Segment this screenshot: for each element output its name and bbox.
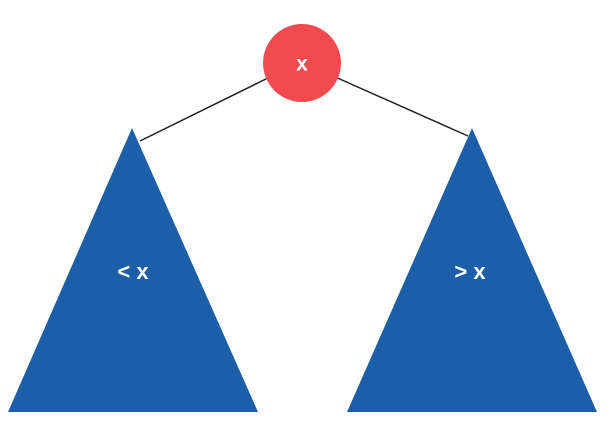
left-subtree-triangle bbox=[8, 128, 258, 412]
root-node-label: x bbox=[296, 52, 308, 76]
root-node bbox=[263, 24, 341, 102]
edge-left bbox=[139, 75, 273, 142]
left-subtree-label: < x bbox=[117, 259, 149, 284]
right-subtree-label: > x bbox=[454, 259, 486, 284]
right-subtree-triangle bbox=[347, 128, 597, 412]
edge-right bbox=[332, 75, 469, 137]
